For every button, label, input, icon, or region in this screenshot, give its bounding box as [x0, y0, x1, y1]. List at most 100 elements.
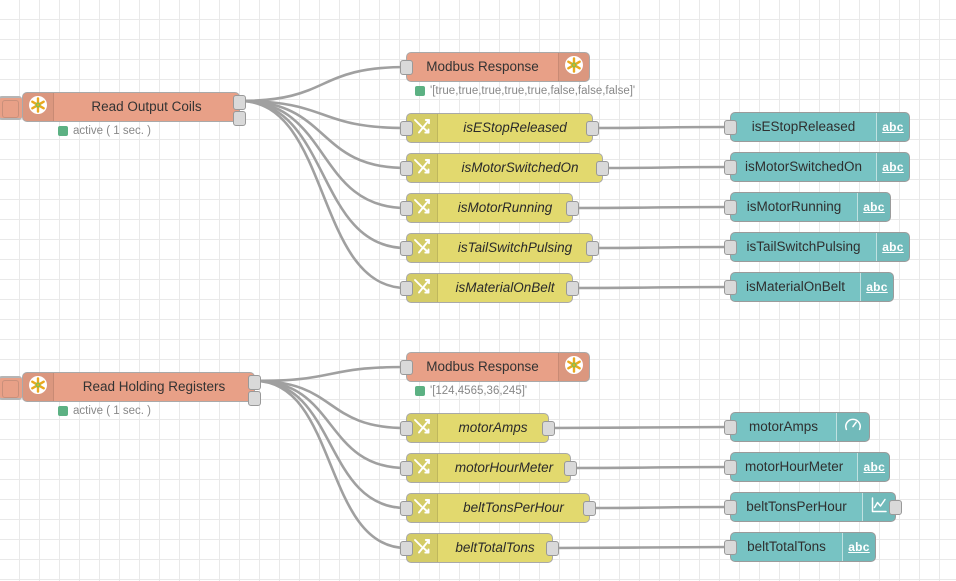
- input-port[interactable]: [400, 360, 413, 375]
- modbus-flower-icon: [28, 95, 48, 120]
- output-port[interactable]: [542, 421, 555, 436]
- dashboard-widget-node[interactable]: beltTonsPerHour: [724, 492, 902, 522]
- inject-button[interactable]: [0, 376, 22, 400]
- wire-read-to-change: [254, 379, 407, 430]
- modbus-response-node[interactable]: Modbus Response: [400, 52, 590, 82]
- input-port[interactable]: [724, 460, 737, 475]
- modbus-response-node[interactable]: Modbus Response: [400, 352, 590, 382]
- dashboard-widget-node[interactable]: motorAmps: [724, 412, 870, 442]
- wire-read-to-response: [254, 365, 407, 383]
- wire-read-to-change: [239, 99, 407, 130]
- modbus-flower-icon: [28, 375, 48, 400]
- input-port[interactable]: [724, 240, 737, 255]
- output-port[interactable]: [566, 281, 579, 296]
- change-node[interactable]: isMotorRunning: [400, 193, 579, 223]
- inject-button[interactable]: [0, 96, 22, 120]
- change-icon: [412, 116, 432, 141]
- output-port[interactable]: [583, 501, 596, 516]
- wire-change-to-widget: [572, 285, 731, 290]
- node-icon: [407, 534, 438, 562]
- change-node[interactable]: motorHourMeter: [400, 453, 577, 483]
- node-icon: [836, 413, 869, 441]
- input-port[interactable]: [724, 280, 737, 295]
- modbus-read-node[interactable]: Read Output Coils: [0, 92, 246, 126]
- change-icon: [412, 156, 432, 181]
- chart-icon: [869, 495, 889, 520]
- dashboard-widget-node[interactable]: isMotorSwitchedOn abc: [724, 152, 910, 182]
- node-label: beltTonsPerHour: [746, 499, 847, 515]
- input-port[interactable]: [400, 161, 413, 176]
- status-label: '[124,4565,36,245]': [430, 385, 528, 397]
- node-icon: abc: [875, 233, 909, 261]
- abc-icon: abc: [882, 160, 904, 174]
- change-icon: [412, 276, 432, 301]
- output-port[interactable]: [586, 241, 599, 256]
- wire-change-to-widget: [570, 465, 731, 470]
- change-node[interactable]: isTailSwitchPulsing: [400, 233, 599, 263]
- input-port[interactable]: [724, 500, 737, 515]
- node-label: Modbus Response: [426, 359, 539, 375]
- node-icon: [557, 353, 589, 381]
- input-port[interactable]: [400, 201, 413, 216]
- node-label: isMaterialOnBelt: [745, 279, 846, 295]
- input-port[interactable]: [400, 281, 413, 296]
- response-node-status: '[124,4565,36,245]': [415, 385, 527, 397]
- output-port[interactable]: [564, 461, 577, 476]
- input-port[interactable]: [724, 200, 737, 215]
- output-port[interactable]: [586, 121, 599, 136]
- dashboard-widget-node[interactable]: isTailSwitchPulsing abc: [724, 232, 910, 262]
- output-port[interactable]: [889, 500, 902, 515]
- input-port[interactable]: [724, 420, 737, 435]
- status-label: active ( 1 sec. ): [73, 405, 151, 417]
- input-port[interactable]: [724, 540, 737, 555]
- change-node[interactable]: motorAmps: [400, 413, 555, 443]
- input-port[interactable]: [400, 541, 413, 556]
- wire-change-to-widget: [572, 205, 731, 210]
- abc-icon: abc: [882, 120, 904, 134]
- abc-icon: abc: [863, 200, 885, 214]
- node-label: motorAmps: [748, 419, 819, 435]
- output-port-1[interactable]: [233, 95, 246, 110]
- input-port[interactable]: [400, 461, 413, 476]
- input-port[interactable]: [400, 241, 413, 256]
- node-label: isMotorSwitchedOn: [461, 160, 579, 176]
- modbus-read-node[interactable]: Read Holding Registers: [0, 372, 261, 406]
- node-label: isTailSwitchPulsing: [746, 239, 861, 255]
- output-port[interactable]: [566, 201, 579, 216]
- output-port-2[interactable]: [248, 391, 261, 406]
- wire-change-to-widget: [602, 165, 731, 170]
- node-label: isEStopReleased: [751, 119, 856, 135]
- node-icon: abc: [876, 153, 910, 181]
- node-label: beltTotalTons: [455, 540, 535, 556]
- input-port[interactable]: [400, 421, 413, 436]
- change-node[interactable]: beltTotalTons: [400, 533, 559, 563]
- output-port-1[interactable]: [248, 375, 261, 390]
- output-port-2[interactable]: [233, 111, 246, 126]
- input-port[interactable]: [724, 120, 737, 135]
- node-label: isMotorSwitchedOn: [745, 159, 863, 175]
- dashboard-widget-node[interactable]: isEStopReleased abc: [724, 112, 910, 142]
- change-icon: [412, 456, 432, 481]
- node-icon: abc: [856, 193, 890, 221]
- output-port[interactable]: [596, 161, 609, 176]
- read-node-status: active ( 1 sec. ): [58, 405, 151, 417]
- change-node[interactable]: isMotorSwitchedOn: [400, 153, 609, 183]
- node-label: isMaterialOnBelt: [455, 280, 555, 296]
- change-node[interactable]: beltTonsPerHour: [400, 493, 596, 523]
- node-icon: abc: [857, 453, 891, 481]
- output-port[interactable]: [546, 541, 559, 556]
- input-port[interactable]: [400, 501, 413, 516]
- change-node[interactable]: isMaterialOnBelt: [400, 273, 579, 303]
- input-port[interactable]: [400, 121, 413, 136]
- node-label: beltTonsPerHour: [463, 500, 564, 516]
- wire-change-to-widget: [592, 125, 731, 130]
- input-port[interactable]: [400, 60, 413, 75]
- change-node[interactable]: isEStopReleased: [400, 113, 599, 143]
- input-port[interactable]: [724, 160, 737, 175]
- wire-read-to-change: [254, 379, 407, 550]
